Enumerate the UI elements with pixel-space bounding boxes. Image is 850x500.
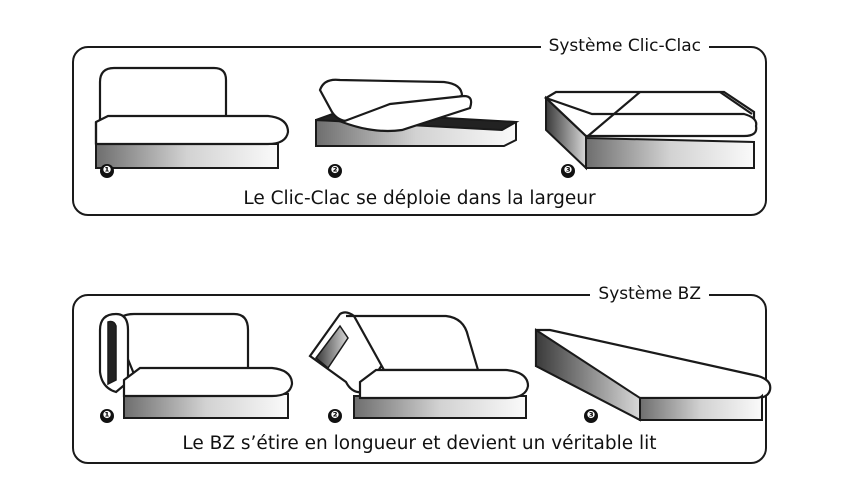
bz-step-3-badge: ❸ — [584, 409, 598, 423]
bz-caption: Le BZ s’étire en longueur et devient un … — [182, 433, 657, 454]
bz-sofa-unfolding-illustration — [308, 311, 530, 419]
clic-clac-step-3-badge: ❸ — [561, 164, 575, 178]
clic-clac-title: Système Clic-Clac — [540, 35, 709, 57]
clic-clac-step-1-badge: ❶ — [100, 164, 114, 178]
bz-title: Système BZ — [590, 283, 709, 305]
clic-clac-sofa-bed-illustration — [543, 90, 758, 171]
bz-sofa-bed-illustration — [534, 328, 772, 422]
clic-clac-sofa-seated-illustration — [94, 66, 290, 169]
bz-step-1-badge: ❶ — [100, 409, 114, 423]
clic-clac-sofa-tilting-illustration — [315, 78, 520, 147]
bz-step-2-badge: ❷ — [328, 409, 342, 423]
clic-clac-caption: Le Clic-Clac se déploie dans la largeur — [243, 188, 596, 209]
clic-clac-panel: Système Clic-Clac ❶ ❷ ❸ Le Clic-Clac se … — [72, 35, 767, 216]
bz-panel: Système BZ ❶ ❷ ❸ Le BZ s’étire en longue… — [72, 283, 772, 464]
bz-sofa-seated-illustration — [98, 312, 294, 419]
clic-clac-step-2-badge: ❷ — [328, 164, 342, 178]
